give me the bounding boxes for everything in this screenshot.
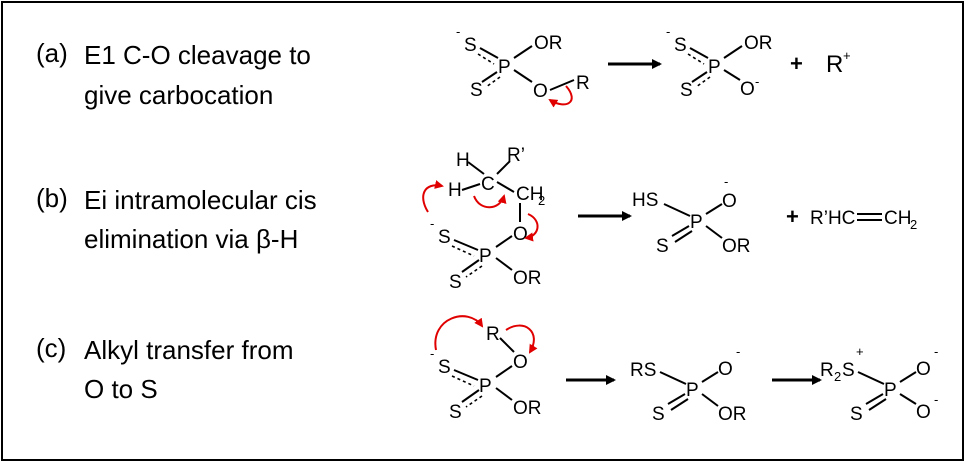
a-r-o: O bbox=[533, 81, 548, 102]
a-r-s-bottom: S bbox=[470, 80, 483, 101]
c-o: O bbox=[513, 352, 528, 373]
b-alkene-left: R’HC bbox=[810, 208, 855, 229]
b-o: O bbox=[513, 224, 528, 245]
b-s-top: S bbox=[438, 227, 451, 248]
c-p-p: P bbox=[884, 380, 897, 401]
b-h-top: H bbox=[456, 150, 470, 171]
c-s-bottom: S bbox=[449, 402, 462, 423]
c-p: P bbox=[479, 376, 492, 397]
b-or: OR bbox=[513, 268, 542, 289]
reaction-b-label-line2: elimination via β-H bbox=[84, 224, 299, 254]
reaction-b-label-line1: Ei intramolecular cis bbox=[84, 185, 317, 215]
scheme-c: R O P - S S OR RS P O - S OR R 2 S bbox=[430, 315, 938, 425]
b-p-o-charge: - bbox=[724, 174, 728, 189]
scheme-b: H R’ H C CH 2 O P - S S OR HS P O - bbox=[422, 145, 917, 293]
c-i-or: OR bbox=[718, 404, 747, 425]
c-i-p: P bbox=[686, 380, 699, 401]
scheme-a: - S P OR S O R - S P OR S O - + R + bbox=[456, 24, 851, 108]
b-p-p: P bbox=[690, 212, 703, 233]
c-p-s: S bbox=[842, 360, 855, 381]
a-plus: + bbox=[790, 51, 803, 76]
c-p-s-double: S bbox=[850, 404, 863, 425]
b-plus: + bbox=[786, 204, 799, 229]
a-carbocation-r: R bbox=[826, 51, 843, 78]
b-alkene-ch2: CH bbox=[884, 208, 911, 229]
c-i-o: O bbox=[718, 359, 733, 380]
b-ch2-sub: 2 bbox=[538, 193, 545, 208]
c-i-s: S bbox=[652, 404, 665, 425]
b-p-hs: HS bbox=[632, 190, 658, 211]
b-carbon: C bbox=[481, 174, 495, 195]
reaction-a-label-line1: E1 C-O cleavage to bbox=[84, 40, 311, 70]
c-i-rs: RS bbox=[630, 360, 656, 381]
c-r: R bbox=[486, 324, 500, 345]
a-p-p: P bbox=[708, 57, 721, 78]
reaction-c-label-line2: O to S bbox=[84, 374, 158, 404]
a-p-or: OR bbox=[744, 33, 773, 54]
b-p: P bbox=[479, 246, 492, 267]
reaction-c-tag: (c) bbox=[36, 333, 67, 363]
b-s-charge: - bbox=[430, 216, 434, 231]
c-p-o-top: O bbox=[916, 359, 931, 380]
reaction-b-tag: (b) bbox=[36, 183, 68, 213]
c-curly-arrow-2 bbox=[505, 324, 538, 354]
a-r-s-charge: - bbox=[456, 24, 460, 39]
c-i-o-charge: - bbox=[736, 344, 740, 359]
b-curly-arrow-1 bbox=[422, 180, 444, 213]
b-alkene-ch2-sub: 2 bbox=[910, 217, 917, 232]
a-p-s-bottom: S bbox=[680, 80, 693, 101]
c-p-r: R bbox=[820, 360, 834, 381]
b-p-or: OR bbox=[722, 236, 751, 257]
c-s-top: S bbox=[438, 357, 451, 378]
b-s-bottom: S bbox=[449, 272, 462, 293]
a-p-o-charge: - bbox=[755, 74, 759, 89]
c-p-s-charge: + bbox=[856, 344, 864, 359]
a-curly-arrow bbox=[548, 85, 573, 108]
a-r-p: P bbox=[498, 57, 511, 78]
a-r-or: OR bbox=[534, 33, 563, 54]
c-p-r-sub: 2 bbox=[834, 369, 841, 384]
c-curly-arrow-1 bbox=[434, 315, 484, 351]
b-p-o: O bbox=[722, 191, 737, 212]
b-ch2: CH bbox=[516, 184, 543, 205]
c-p-o-bottom-charge: - bbox=[934, 392, 938, 407]
a-r-s-top: S bbox=[464, 35, 477, 56]
c-or: OR bbox=[513, 398, 542, 419]
c-s-charge: - bbox=[430, 346, 434, 361]
c-p-o-top-charge: - bbox=[934, 344, 938, 359]
a-p-s-top: S bbox=[674, 35, 687, 56]
b-rprime: R’ bbox=[507, 145, 525, 166]
a-r-r: R bbox=[576, 73, 590, 94]
c-p-o-bottom: O bbox=[916, 402, 931, 423]
b-p-s: S bbox=[656, 236, 669, 257]
a-p-s-charge: - bbox=[666, 24, 670, 39]
a-carbocation-charge: + bbox=[843, 48, 851, 63]
b-curly-arrow-2 bbox=[473, 194, 507, 209]
b-curly-arrow-3 bbox=[524, 213, 539, 242]
reaction-a-tag: (a) bbox=[36, 38, 68, 68]
reaction-c-label-line1: Alkyl transfer from bbox=[84, 335, 294, 365]
a-p-o: O bbox=[740, 79, 755, 100]
reaction-a-label-line2: give carbocation bbox=[84, 80, 274, 110]
b-h-beta: H bbox=[448, 180, 462, 201]
